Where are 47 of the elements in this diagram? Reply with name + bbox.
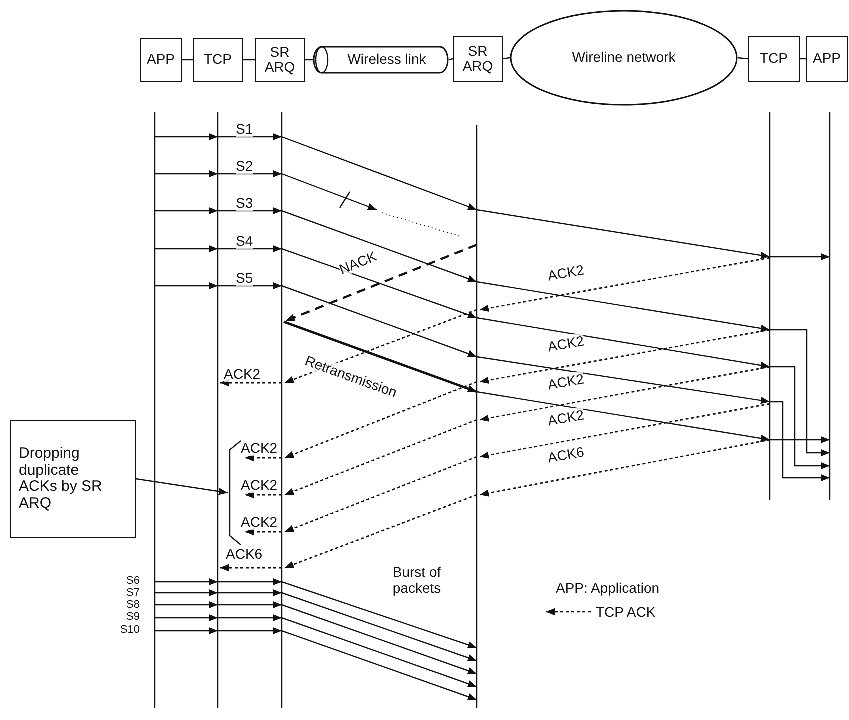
- note-box: [10, 420, 136, 538]
- message-label: S8: [126, 599, 140, 611]
- message-label: S1: [236, 121, 254, 137]
- message-label: S3: [236, 195, 254, 211]
- node-label: APP: [146, 52, 175, 68]
- connector-line: [738, 57, 748, 60]
- message-label: S7: [126, 587, 140, 599]
- message-label: S4: [236, 233, 254, 249]
- message-label: S2: [236, 158, 254, 174]
- network-ellipse: [510, 10, 738, 106]
- message-label: ACK2: [546, 332, 586, 355]
- protocol-box: [140, 38, 182, 82]
- message-label: ACK2: [546, 370, 586, 393]
- protocol-box: [453, 36, 503, 82]
- connector-line: [800, 58, 806, 60]
- connector-line: [502, 57, 510, 60]
- message-label: ACK2: [241, 440, 278, 456]
- message-label: S6: [126, 575, 140, 587]
- node-label: TCP: [204, 52, 232, 68]
- node-label: APP: [812, 51, 841, 67]
- protocol-box: [748, 36, 800, 82]
- node-label: TCP: [760, 51, 788, 67]
- message-label: ACK2: [241, 477, 278, 493]
- message-label: ACK2: [546, 406, 586, 429]
- connector-line: [448, 58, 454, 61]
- message-label: ACK2: [224, 366, 261, 382]
- message-label: S10: [120, 624, 140, 636]
- legend-label: TCP ACK: [596, 604, 656, 620]
- legend-note: APP: Application: [556, 580, 660, 596]
- bracket: [228, 440, 242, 546]
- message-label: S5: [236, 270, 254, 286]
- node-label: SR ARQ: [264, 44, 296, 76]
- node-label: SR ARQ: [462, 44, 494, 74]
- node-label: Dropping duplicate ACKs by SR ARQ: [19, 446, 104, 512]
- wireless-link-cylinder: [313, 46, 449, 74]
- message-label: ACK2: [241, 514, 278, 530]
- message-label: ACK6: [226, 546, 263, 562]
- connector-line: [305, 59, 313, 61]
- message-label: S9: [126, 611, 140, 623]
- leader-line: [136, 478, 228, 496]
- protocol-box: [193, 38, 243, 82]
- connector-line: [182, 59, 193, 61]
- connector-line: [243, 59, 255, 61]
- protocol-box: [806, 36, 848, 82]
- protocol-box: [255, 38, 305, 82]
- node-label: Wireless link: [346, 52, 426, 68]
- node-label: Wireline network: [572, 50, 676, 66]
